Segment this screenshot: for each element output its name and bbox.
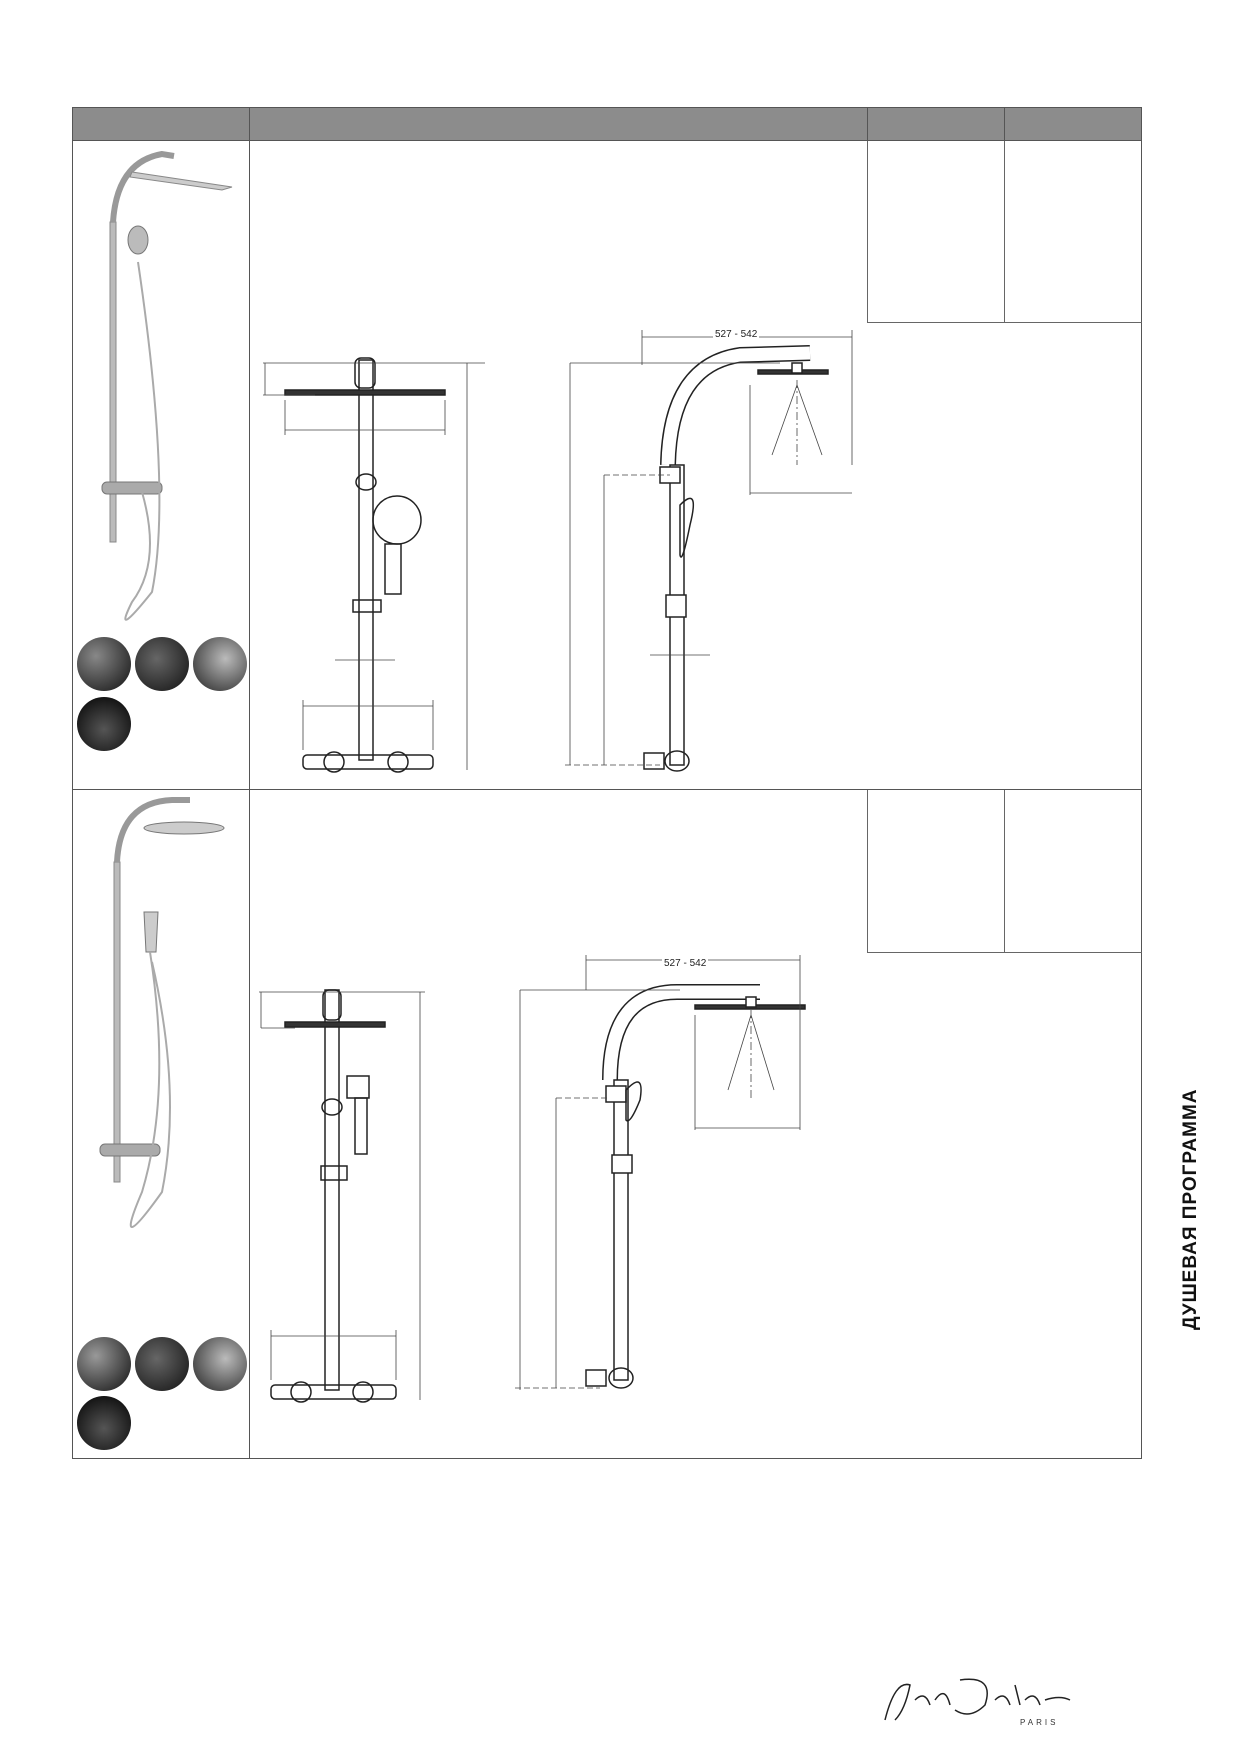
column-divider: [249, 107, 250, 1459]
header-divider: [867, 107, 868, 141]
water-saving-icon: [77, 1337, 131, 1391]
thermostat-icon: [135, 637, 189, 691]
header-divider: [1004, 107, 1005, 141]
thermostat-icon: [135, 1337, 189, 1391]
side-drawing-1: [565, 330, 853, 772]
cell-border: [867, 322, 1142, 323]
table-header: [72, 107, 1142, 141]
side-drawing-2: [515, 955, 806, 1390]
cell-border: [867, 790, 868, 952]
swivel-icon: [193, 1337, 247, 1391]
brand-city: PARIS: [1020, 1718, 1059, 1727]
cell-border: [867, 141, 868, 322]
front-drawing-1: [263, 357, 485, 773]
dimension-label: 527 - 542: [713, 329, 760, 340]
product-photo-1: [101, 150, 233, 621]
product-photo-2: [99, 797, 225, 1228]
row-divider: [72, 789, 1142, 790]
swivel-icon: [193, 637, 247, 691]
front-drawing-2: [259, 989, 425, 1403]
brand-logo: PARIS: [875, 1670, 1075, 1735]
cell-border: [867, 952, 1142, 953]
water-saving-icon: [77, 637, 131, 691]
section-title: ДУШЕВАЯ ПРОГРАММА: [1180, 1088, 1201, 1330]
cell-border: [1004, 141, 1005, 322]
rain-shower-icon: [77, 1396, 131, 1450]
cell-border: [1004, 790, 1005, 952]
rain-shower-icon: [77, 697, 131, 751]
dimension-label: 527 - 542: [662, 958, 709, 969]
